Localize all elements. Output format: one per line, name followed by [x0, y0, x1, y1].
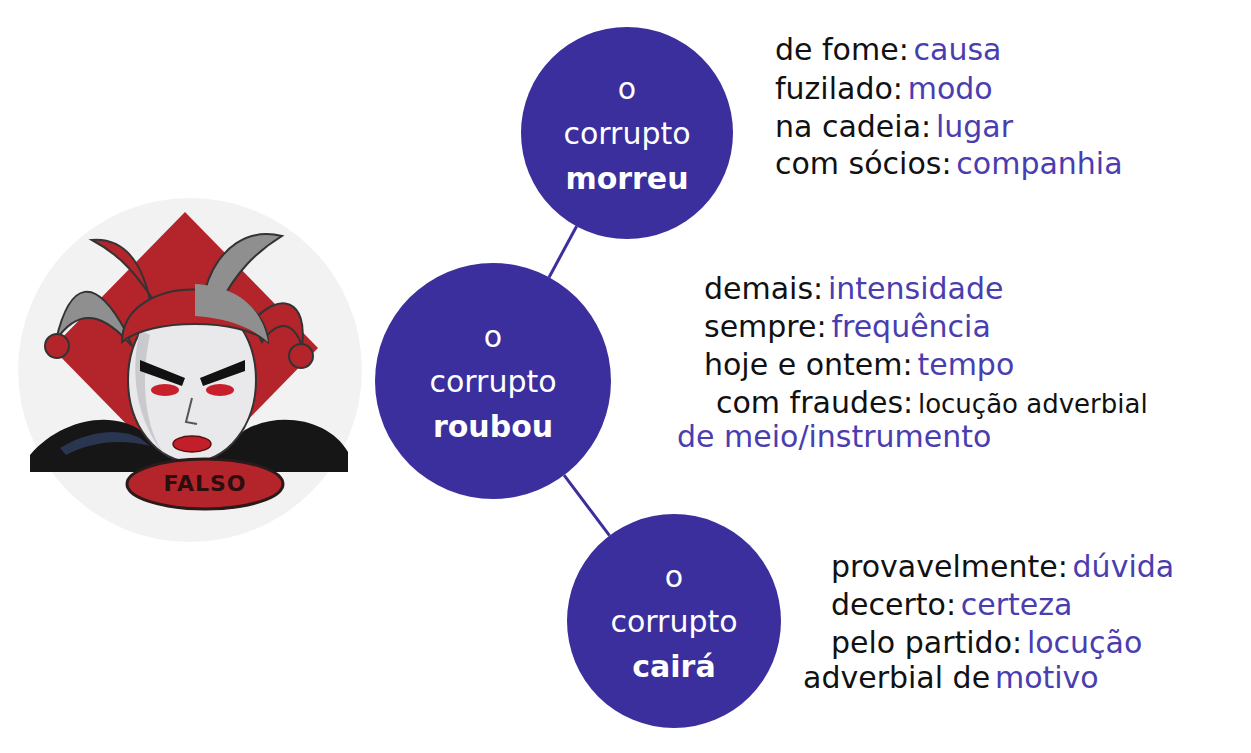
example-term: com fraudes: — [716, 384, 913, 422]
verb-text: morreu — [565, 156, 688, 201]
note-line: de fome:causa — [775, 31, 1001, 69]
example-term: hoje e ontem: — [704, 346, 913, 384]
example-term: sempre: — [704, 308, 827, 346]
category-term: de meio/instrumento — [677, 418, 991, 456]
category-term: frequência — [831, 308, 990, 346]
circle-text-group: o corruptomorreu — [557, 66, 697, 201]
verb-circle: o corruptoroubou — [375, 263, 611, 499]
note-line: com fraudes:locução adverbial — [716, 384, 1148, 422]
example-term: de fome: — [775, 31, 909, 69]
example-term: demais: — [704, 270, 823, 308]
circle-fill — [521, 27, 733, 239]
collar-highlight — [60, 432, 150, 455]
example-term: na cadeia: — [775, 108, 931, 146]
example-term: decerto: — [831, 586, 956, 624]
mouth — [173, 436, 211, 452]
note-line: de meio/instrumento — [677, 418, 991, 456]
example-term: locução adverbial — [918, 385, 1148, 423]
note-line: com sócios:companhia — [775, 145, 1123, 183]
note-line: decerto:certeza — [831, 586, 1072, 624]
category-term: companhia — [956, 145, 1122, 183]
note-line: pelo partido:locução — [831, 624, 1142, 662]
nose — [186, 398, 197, 424]
connector-line — [564, 475, 610, 535]
eye — [206, 384, 234, 396]
verb-circle: o corruptocairá — [567, 514, 781, 728]
category-term: certeza — [961, 586, 1073, 624]
subject-text: o corrupto — [557, 66, 697, 156]
example-term: fuzilado: — [775, 70, 903, 108]
hat-cap-grey — [195, 284, 268, 342]
eye — [151, 384, 179, 396]
note-line: adverbial demotivo — [803, 659, 1099, 697]
category-term: dúvida — [1073, 548, 1175, 586]
note-line: provavelmente:dúvida — [831, 548, 1174, 586]
category-term: locução — [1027, 624, 1142, 662]
category-term: lugar — [936, 108, 1013, 146]
circle-text-group: o corruptoroubou — [423, 314, 563, 449]
example-term: provavelmente: — [831, 548, 1068, 586]
circle-text-group: o corruptocairá — [604, 554, 744, 689]
eyebrow — [140, 360, 185, 386]
eyebrow — [200, 360, 245, 386]
example-term: pelo partido: — [831, 624, 1022, 662]
hat-ball — [45, 334, 69, 358]
note-line: na cadeia:lugar — [775, 108, 1013, 146]
note-line: demais:intensidade — [704, 270, 1003, 308]
badge-text: FALSO — [163, 465, 246, 503]
verb-circle: o corruptomorreu — [521, 27, 733, 239]
verb-text: roubou — [433, 404, 553, 449]
category-term: tempo — [917, 346, 1014, 384]
circle-fill — [375, 263, 611, 499]
note-line: hoje e ontem:tempo — [704, 346, 1014, 384]
subject-text: o corrupto — [423, 314, 563, 404]
subject-text: o corrupto — [604, 554, 744, 644]
halo-background — [18, 198, 362, 542]
connector-line — [549, 226, 577, 277]
hat-ball — [289, 344, 313, 368]
note-line: fuzilado:modo — [775, 70, 993, 108]
category-term: intensidade — [828, 270, 1003, 308]
circle-fill — [567, 514, 781, 728]
badge — [127, 459, 283, 509]
example-term: adverbial de — [803, 659, 990, 697]
category-term: motivo — [995, 659, 1099, 697]
hat-horn — [56, 292, 132, 346]
note-line: FALSO — [163, 465, 246, 503]
note-line: sempre:frequência — [704, 308, 991, 346]
category-term: causa — [914, 31, 1002, 69]
example-term: com sócios: — [775, 145, 952, 183]
verb-text: cairá — [632, 644, 715, 689]
category-term: modo — [908, 70, 993, 108]
